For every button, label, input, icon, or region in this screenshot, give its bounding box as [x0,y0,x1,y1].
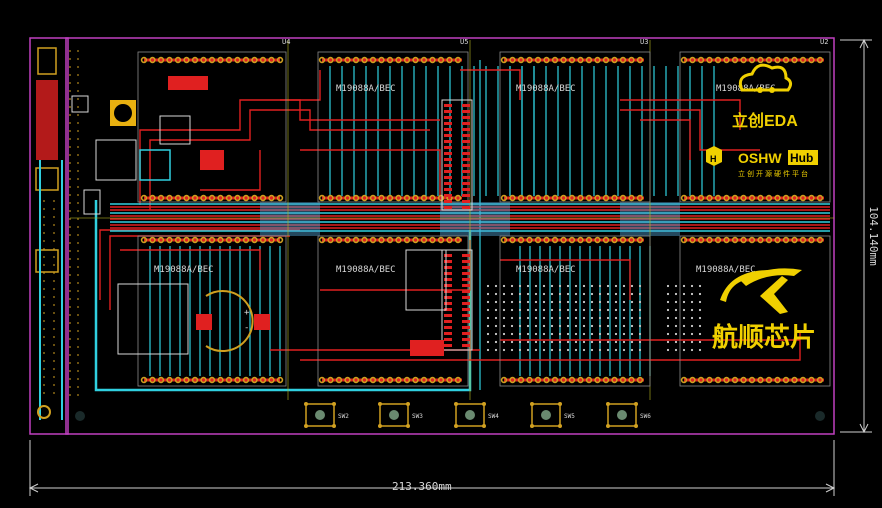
board-outline [29,37,835,435]
tact-switch-5: SW5 [530,402,575,428]
pin-header-rows [140,56,824,384]
tact-switch-2: SW2 [304,402,349,428]
battery-holder: + - [117,283,270,355]
hangshun-logo: 航顺芯片 [712,268,816,353]
switch-label: SW6 [640,413,651,420]
connector-labels: U4 U5 U3 U2 [282,38,828,46]
oshw-subtitle: 立创开源硬件平台 [738,169,810,178]
tact-switch-6: SW6 [606,402,651,428]
part-label-bottom-4: M19088A/BEC [696,265,756,275]
svg-text:+: + [244,308,250,318]
hub-text: Hub [790,151,813,165]
lceda-text: 立创EDA [732,111,798,130]
tact-switches: SW2 SW3 SW4 SW5 SW6 [304,402,651,428]
center-ic-strip [441,99,473,351]
via-grid [486,284,702,352]
part-label-bottom-1: M19088A/BEC [154,265,214,275]
dimension-lines [28,38,872,496]
switch-label: SW4 [488,413,499,420]
switch-label: SW3 [412,413,423,420]
connector-label-4: U2 [820,38,828,46]
tact-switch-3: SW3 [378,402,423,428]
part-label-bottom-2: M19088A/BEC [336,265,396,275]
mcu-area [95,76,447,356]
switch-label: SW5 [564,413,575,420]
oshw-text: OSHW [738,150,782,166]
svg-text:-: - [244,323,249,333]
height-dimension: 104.140mm [867,206,880,266]
part-label-bottom-3: M19088A/BEC [516,265,576,275]
connector-label-2: U5 [460,38,468,46]
bottom-copper-traces [94,60,715,392]
oshw-hub-logo: H OSHW Hub 立创开源硬件平台 [706,146,818,178]
company-name: 航顺芯片 [712,322,816,353]
connector-label-1: U4 [282,38,290,46]
part-label-top-left: M19088A/BEC [336,84,396,94]
width-dimension: 213.360mm [392,480,452,493]
lceda-logo: 立创EDA [732,63,798,130]
switch-label: SW2 [338,413,349,420]
svg-text:H: H [710,154,717,164]
tact-switch-4: SW4 [454,402,499,428]
part-label-top-mid: M19088A/BEC [516,84,576,94]
left-edge-components [35,47,825,421]
connector-label-3: U3 [640,38,648,46]
